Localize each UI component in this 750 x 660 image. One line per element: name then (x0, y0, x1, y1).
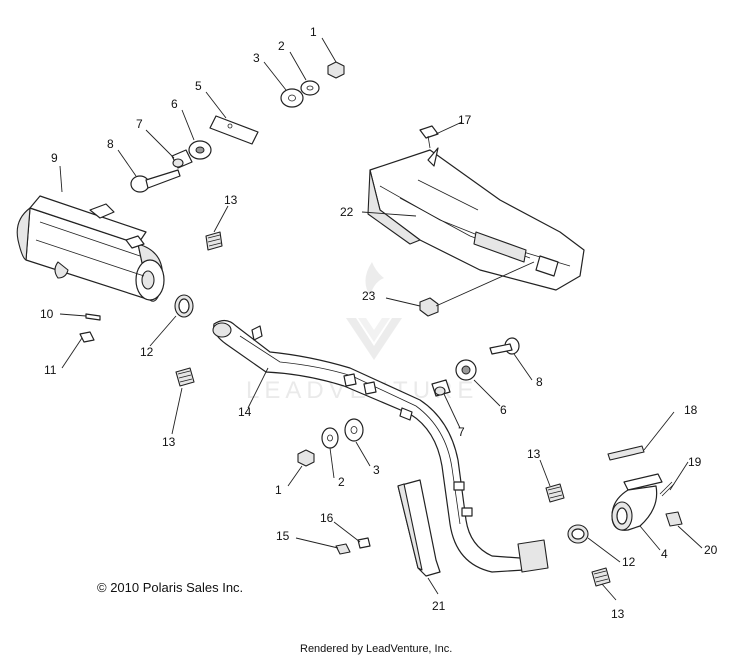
callout-11: 11 (44, 363, 57, 377)
callout-2-bottom: 2 (338, 475, 345, 489)
spring-13-a-part (205, 231, 223, 251)
callout-5: 5 (195, 79, 202, 93)
callout-13-b: 13 (162, 435, 176, 449)
nut-1-top-part (327, 61, 345, 79)
spacer-7-right-part (431, 379, 451, 397)
spring-13-c-part (545, 483, 565, 503)
clamp-16-part (357, 537, 371, 549)
spacer-7-top-part (171, 149, 193, 169)
spring-13-d-part (591, 567, 611, 587)
callout-21: 21 (432, 599, 446, 613)
callout-18: 18 (684, 403, 698, 417)
pin-10-part (85, 313, 101, 321)
head-pipe-part (212, 319, 549, 573)
bolt-8-right-part (489, 337, 520, 355)
spring-13-b-part (175, 367, 195, 387)
spring-19-part (659, 481, 675, 497)
gasket-12-a-part (174, 294, 194, 318)
gasket-18-part (607, 445, 645, 461)
callout-3-top: 3 (253, 51, 260, 65)
callout-14: 14 (238, 405, 252, 419)
callout-13-d: 13 (611, 607, 625, 621)
callout-6-right: 6 (500, 403, 507, 417)
washer-3-bottom-part (344, 418, 364, 442)
copyright-text: © 2010 Polaris Sales Inc. (97, 580, 243, 595)
callout-1-top: 1 (310, 25, 317, 39)
callout-7-top: 7 (136, 117, 143, 131)
flange-4-part (611, 473, 663, 531)
callout-23: 23 (362, 289, 376, 303)
callout-3-bottom: 3 (373, 463, 380, 477)
bolt-17-part (419, 125, 439, 149)
callout-15: 15 (276, 529, 290, 543)
bushing-6-right-part (455, 359, 477, 381)
callout-8-right: 8 (536, 375, 543, 389)
callout-7-right: 7 (458, 425, 465, 439)
muffler-part (16, 195, 165, 302)
leader-lines (59, 37, 703, 601)
callout-22: 22 (340, 205, 354, 219)
gasket-12-b-part (567, 524, 589, 544)
callout-10: 10 (40, 307, 54, 321)
washer-2-bottom-part (321, 427, 339, 449)
callout-12-b: 12 (622, 555, 636, 569)
callout-8-top: 8 (107, 137, 114, 151)
bushing-6-top-part (188, 140, 212, 160)
callout-13-a: 13 (224, 193, 238, 207)
callout-1-bottom: 1 (275, 483, 282, 497)
callout-12-a: 12 (140, 345, 154, 359)
washer-3-top-part (280, 88, 304, 108)
nut-1-bottom-part (297, 449, 315, 467)
rendered-by-text: Rendered by LeadVenture, Inc. (300, 643, 452, 655)
callout-numbers: 1 2 3 5 6 7 8 9 13 17 22 23 10 11 12 14 … (40, 25, 718, 621)
heat-shield-21-part (397, 479, 441, 577)
nut-23-part (419, 297, 439, 317)
callout-17: 17 (458, 113, 472, 127)
washer-2-top-part (300, 80, 320, 96)
callout-2-top: 2 (278, 39, 285, 53)
plug-11-part (79, 331, 95, 343)
callout-4: 4 (661, 547, 668, 561)
callout-20: 20 (704, 543, 718, 557)
callout-13-c: 13 (527, 447, 541, 461)
heat-shield-part (367, 147, 585, 291)
bolt-8-top-part (130, 169, 181, 193)
bracket-5-part (209, 115, 259, 145)
bolt-15-part (335, 543, 351, 555)
plug-20-part (665, 511, 683, 527)
callout-16: 16 (320, 511, 334, 525)
callout-19: 19 (688, 455, 702, 469)
callout-6-top: 6 (171, 97, 178, 111)
callout-9: 9 (51, 151, 58, 165)
